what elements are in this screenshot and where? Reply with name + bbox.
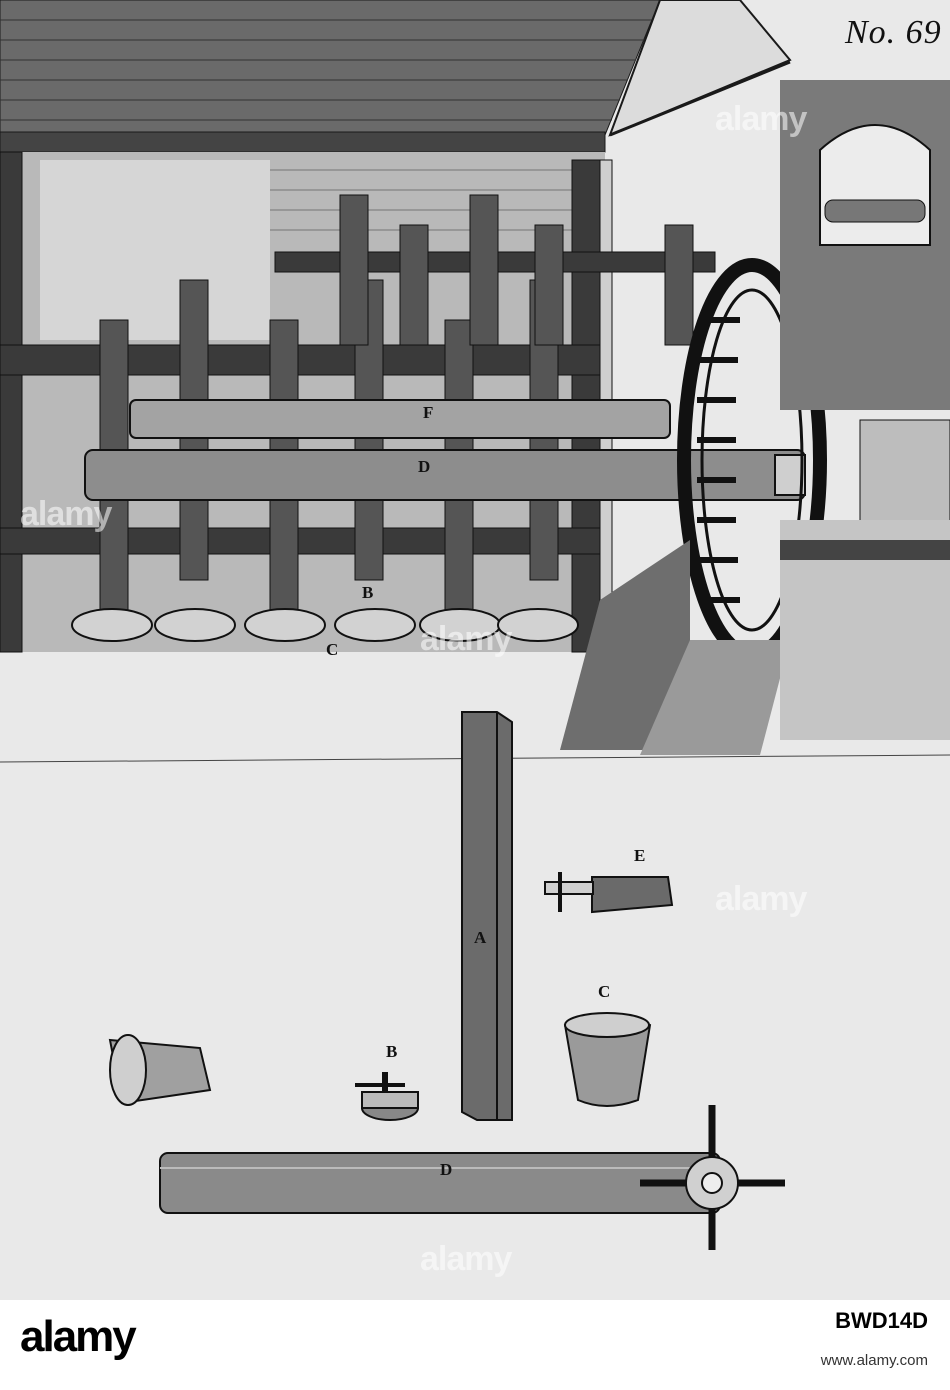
mortar-pans: [71, 608, 579, 642]
engraving-plate: No. 69 F D B C E A B C D alamy alamy ala…: [0, 0, 950, 1300]
component-d-axle: [159, 1105, 785, 1250]
tipped-bucket: [108, 1034, 212, 1106]
label-b-detail: B: [386, 1042, 398, 1061]
label-c-detail: C: [598, 982, 611, 1001]
label-e: E: [634, 846, 646, 865]
label-c: C: [326, 640, 339, 659]
mill-illustration: [0, 0, 950, 1250]
watermark: alamy: [420, 1240, 512, 1278]
watermark: alamy: [715, 880, 807, 918]
component-e-cam: [544, 872, 674, 914]
mill-race: [560, 80, 950, 755]
label-a: A: [474, 928, 487, 947]
label-d-detail: D: [440, 1160, 453, 1179]
stock-footer: alamy BWD14D www.alamy.com: [0, 1300, 950, 1390]
roof: [0, 0, 792, 153]
component-b-pestle: [355, 1072, 419, 1121]
image-id: BWD14D: [835, 1308, 928, 1333]
watermark: alamy: [420, 620, 512, 658]
watermark: alamy: [715, 100, 807, 138]
label-d: D: [418, 457, 431, 476]
axles: [84, 399, 806, 501]
label-b: B: [362, 583, 374, 602]
plate-number: No. 69: [845, 14, 942, 51]
label-f: F: [423, 403, 434, 422]
component-a-beam: [461, 711, 513, 1121]
alamy-logo: alamy: [20, 1312, 137, 1361]
component-c-bucket: [563, 1012, 652, 1107]
site-url: www.alamy.com: [820, 1352, 928, 1369]
watermark: alamy: [20, 495, 112, 533]
